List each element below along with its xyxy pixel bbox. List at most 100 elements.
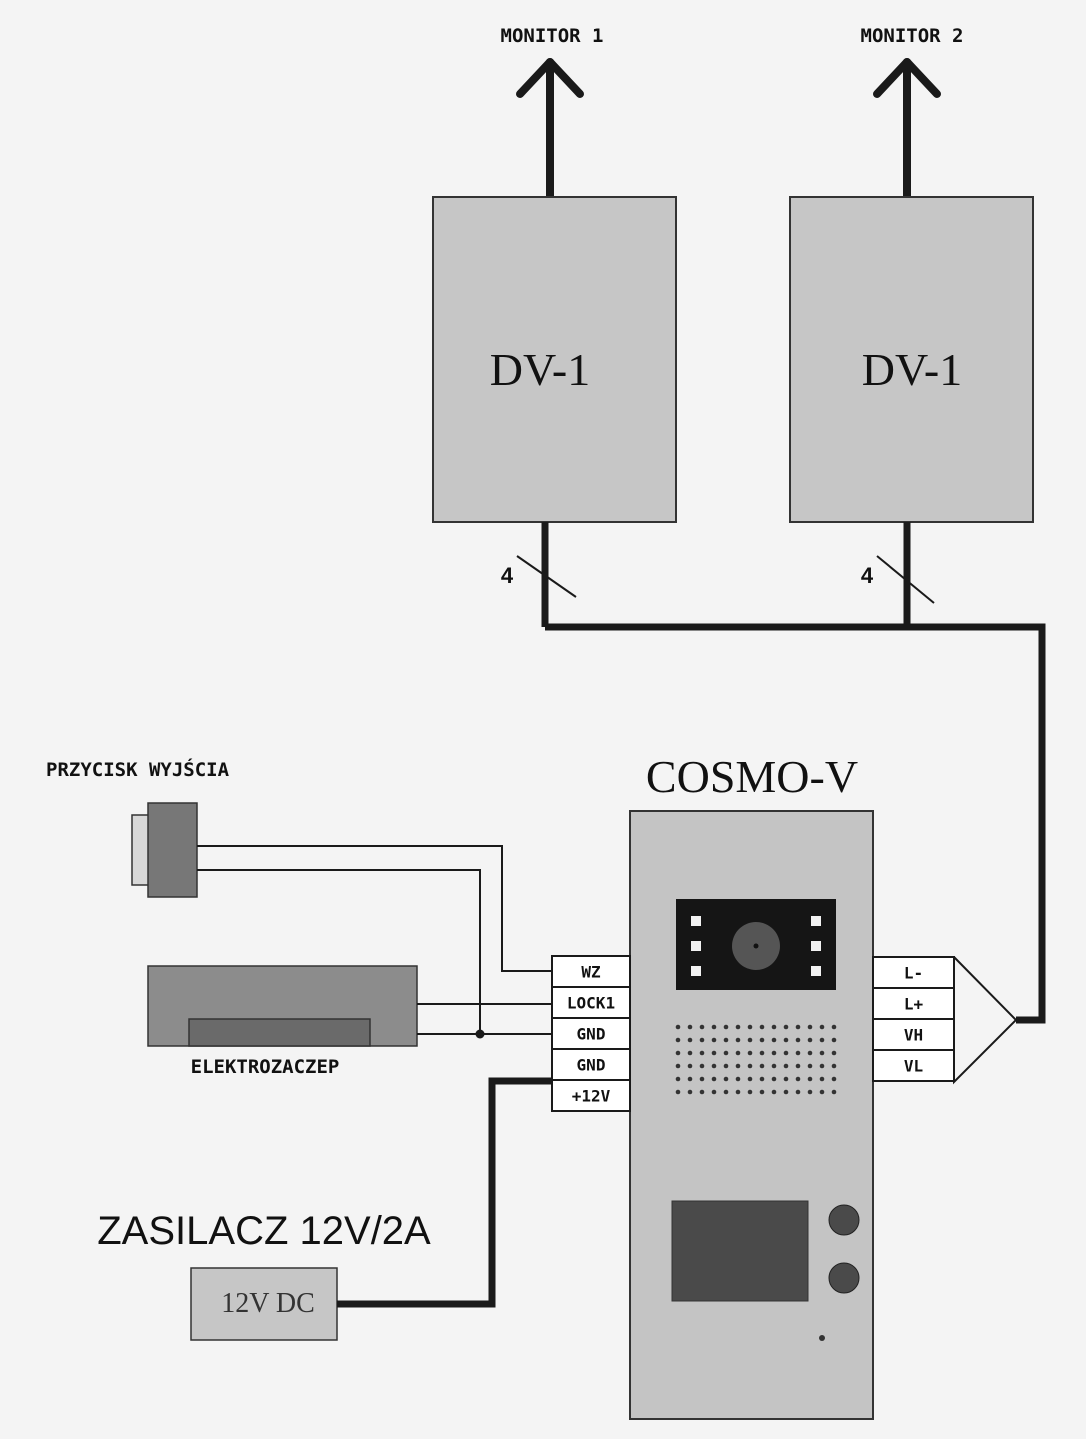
left-terminal-label: +12V	[572, 1087, 611, 1106]
speaker-hole	[699, 1050, 705, 1056]
speaker-hole	[675, 1037, 681, 1043]
right-terminal-label: L+	[904, 995, 924, 1014]
speaker-hole	[675, 1089, 681, 1095]
dv-module-1	[432, 196, 677, 523]
speaker-hole	[831, 1024, 837, 1030]
monitor-1-arrow	[516, 58, 584, 200]
speaker-hole	[735, 1063, 741, 1069]
bus-tick-2	[876, 555, 935, 604]
right-terminal: VL	[872, 1049, 955, 1082]
speaker-hole	[771, 1076, 777, 1082]
left-terminal: GND	[551, 1017, 631, 1050]
speaker-hole	[711, 1076, 717, 1082]
speaker-hole	[687, 1063, 693, 1069]
bus-count-1: 4	[501, 563, 514, 588]
speaker-hole	[699, 1063, 705, 1069]
speaker-hole	[699, 1076, 705, 1082]
speaker-hole	[687, 1037, 693, 1043]
call-button-2	[828, 1262, 860, 1294]
speaker-hole	[723, 1037, 729, 1043]
speaker-hole	[735, 1050, 741, 1056]
speaker-hole	[783, 1089, 789, 1095]
speaker-hole	[831, 1037, 837, 1043]
speaker-hole	[771, 1063, 777, 1069]
speaker-hole	[675, 1024, 681, 1030]
speaker-hole	[783, 1024, 789, 1030]
speaker-hole	[807, 1063, 813, 1069]
speaker-grille	[675, 1024, 837, 1095]
right-terminal: L-	[872, 956, 955, 989]
speaker-hole	[759, 1089, 765, 1095]
speaker-hole	[675, 1050, 681, 1056]
speaker-hole	[807, 1050, 813, 1056]
speaker-hole	[747, 1037, 753, 1043]
panel-display	[671, 1200, 809, 1302]
speaker-hole	[807, 1037, 813, 1043]
panel-title: COSMO-V	[646, 751, 858, 802]
dv-module-1-label: DV-1	[490, 344, 591, 395]
speaker-hole	[771, 1024, 777, 1030]
speaker-hole	[771, 1037, 777, 1043]
speaker-hole	[759, 1024, 765, 1030]
speaker-hole	[687, 1024, 693, 1030]
left-terminal: LOCK1	[551, 986, 631, 1019]
bus-tick-1	[516, 555, 577, 598]
right-terminal-label: L-	[904, 964, 923, 983]
door-strike-label: ELEKTROZACZEP	[191, 1056, 340, 1078]
speaker-hole	[723, 1050, 729, 1056]
speaker-hole	[807, 1024, 813, 1030]
speaker-hole	[819, 1050, 825, 1056]
speaker-hole	[747, 1024, 753, 1030]
speaker-hole	[831, 1089, 837, 1095]
bus-count-2: 4	[861, 563, 874, 588]
speaker-hole	[687, 1076, 693, 1082]
exit-button-label: PRZYCISK WYJŚCIA	[46, 757, 230, 781]
speaker-hole	[831, 1076, 837, 1082]
speaker-hole	[819, 1063, 825, 1069]
right-terminal: L+	[872, 987, 955, 1020]
speaker-hole	[783, 1037, 789, 1043]
left-terminal-label: WZ	[581, 963, 601, 982]
left-terminal-label: LOCK1	[567, 994, 615, 1013]
right-terminal: VH	[872, 1018, 955, 1051]
speaker-hole	[747, 1076, 753, 1082]
microphone-hole	[819, 1335, 825, 1341]
speaker-hole	[831, 1050, 837, 1056]
speaker-hole	[795, 1063, 801, 1069]
left-terminal: WZ	[551, 955, 631, 988]
speaker-hole	[759, 1050, 765, 1056]
speaker-hole	[723, 1063, 729, 1069]
right-terminal-strip: L- L+ VH VL	[872, 956, 955, 1082]
speaker-hole	[675, 1076, 681, 1082]
door-strike	[147, 965, 418, 1047]
speaker-hole	[747, 1063, 753, 1069]
left-terminal: GND	[551, 1048, 631, 1081]
speaker-hole	[795, 1024, 801, 1030]
speaker-hole	[759, 1037, 765, 1043]
power-wire	[337, 1077, 552, 1308]
speaker-hole	[711, 1024, 717, 1030]
speaker-hole	[783, 1050, 789, 1056]
speaker-hole	[687, 1050, 693, 1056]
speaker-hole	[807, 1089, 813, 1095]
dv-module-2	[789, 196, 1034, 523]
monitor-2-label: MONITOR 2	[861, 25, 964, 47]
speaker-hole	[699, 1024, 705, 1030]
speaker-hole	[747, 1050, 753, 1056]
speaker-hole	[819, 1089, 825, 1095]
speaker-hole	[699, 1037, 705, 1043]
left-terminal: +12V	[551, 1079, 631, 1112]
speaker-hole	[795, 1076, 801, 1082]
right-terminal-label: VH	[904, 1026, 923, 1045]
speaker-hole	[771, 1089, 777, 1095]
junction-dot	[475, 1029, 485, 1039]
speaker-hole	[831, 1063, 837, 1069]
power-supply-title: ZASILACZ 12V/2A	[97, 1209, 431, 1253]
speaker-hole	[819, 1076, 825, 1082]
left-terminal-label: GND	[577, 1056, 606, 1075]
left-terminal-label: GND	[577, 1025, 606, 1044]
speaker-hole	[807, 1076, 813, 1082]
right-terminal-label: VL	[904, 1057, 923, 1076]
speaker-hole	[759, 1076, 765, 1082]
